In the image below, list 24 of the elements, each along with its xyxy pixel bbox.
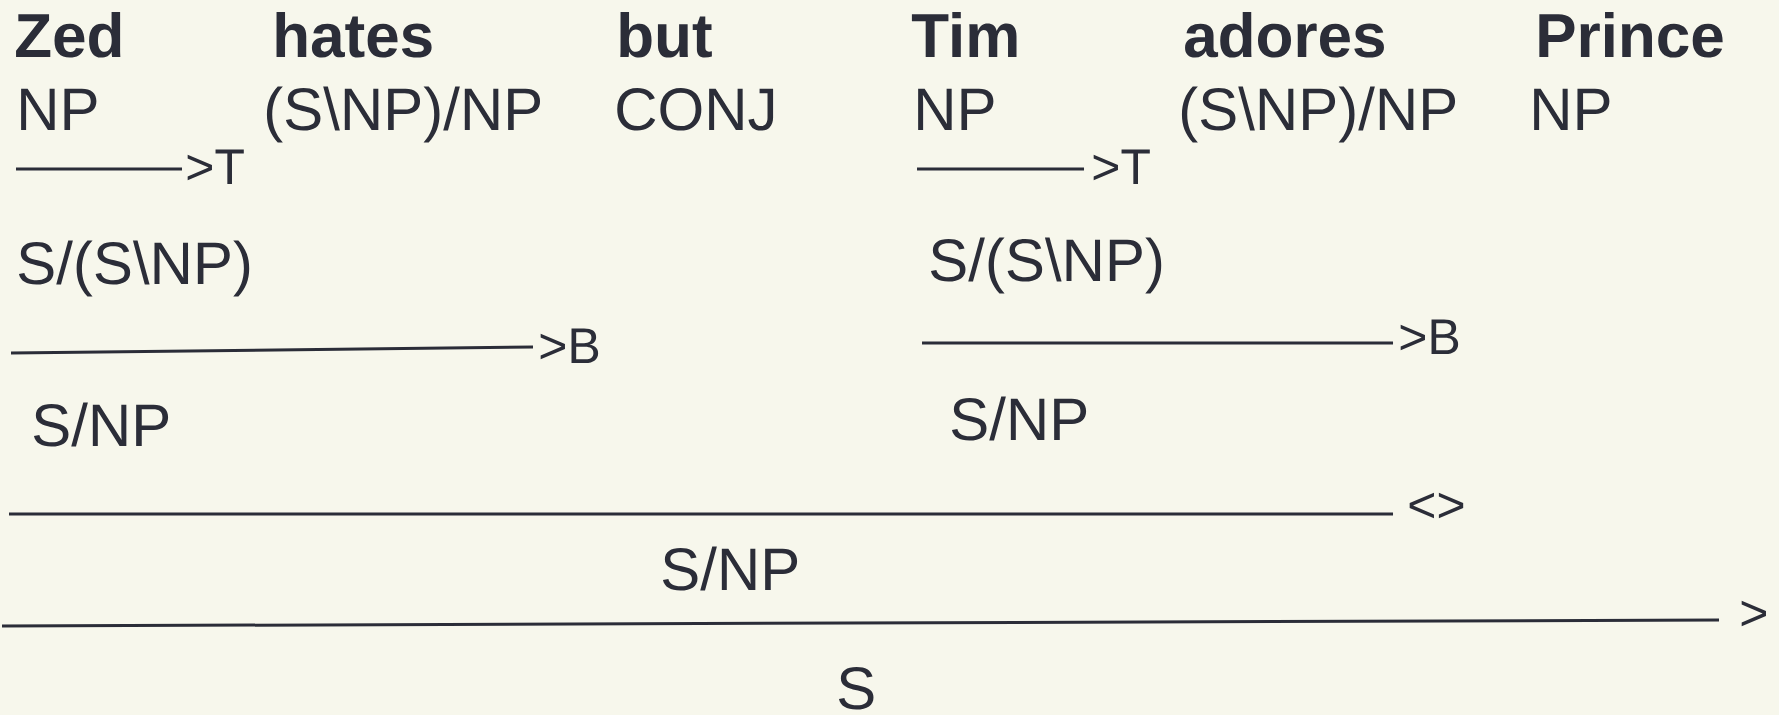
category-label: NP: [1534, 88, 1610, 130]
rule-label: <>: [1409, 492, 1464, 519]
word-label: Prince: [1539, 12, 1723, 58]
word-label: Zed: [16, 12, 121, 58]
word-label: adores: [1185, 12, 1384, 58]
word-label: Tim: [911, 12, 1017, 57]
category-label: S/NP: [951, 396, 1087, 441]
category-label: (S\NP)/NP: [266, 86, 541, 143]
category-label: S/NP: [33, 402, 169, 447]
rule-label: >T: [1093, 149, 1150, 184]
rule-label: >B: [540, 328, 599, 363]
category-label: NP: [918, 88, 994, 130]
word-label: hates: [276, 12, 432, 58]
rule-label: >T: [187, 149, 244, 184]
rule-label: >B: [1400, 319, 1459, 354]
word-label: but: [620, 12, 712, 58]
category-label: CONJ: [617, 88, 774, 131]
category-label: S/(S\NP): [930, 237, 1162, 294]
category-label: S: [838, 667, 874, 710]
category-label: S/NP: [662, 546, 798, 591]
category-label: NP: [21, 88, 97, 130]
category-label: (S\NP)/NP: [1181, 86, 1456, 143]
category-label: S/(S\NP): [18, 240, 250, 297]
rule-label: >: [1741, 600, 1766, 627]
